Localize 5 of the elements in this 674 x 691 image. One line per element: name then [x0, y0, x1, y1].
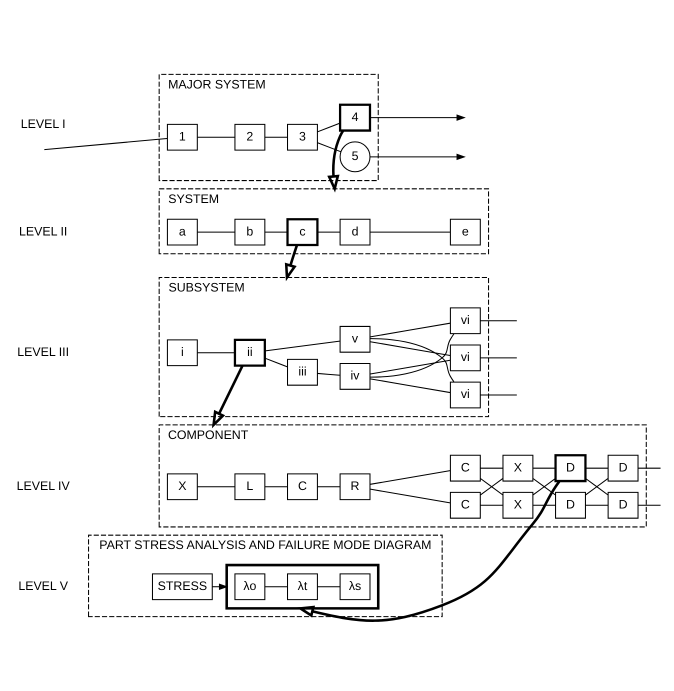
label: LEVEL IV: [16, 478, 70, 493]
label: LEVEL I: [20, 117, 66, 132]
label: LEVEL III: [17, 344, 70, 359]
label: LEVEL II: [19, 224, 68, 238]
label: LEVEL V: [18, 578, 68, 593]
